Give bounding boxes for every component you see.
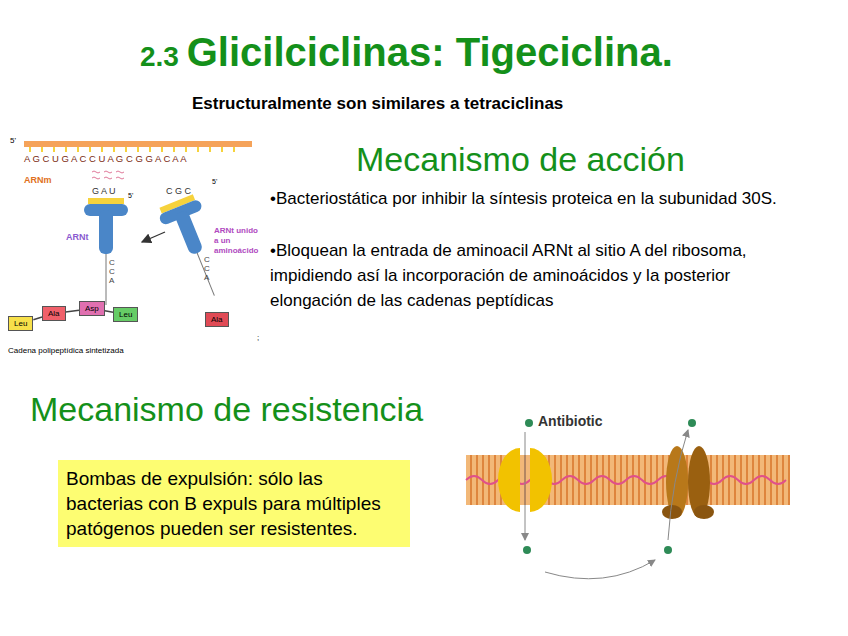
peptide-bond [66,310,79,312]
efflux-pump [662,505,682,519]
acceptor-stem: C C A [109,258,113,286]
amino-acid-name: Asp [85,304,99,313]
strand-end: 5' [10,136,16,145]
trna-bound [84,198,128,305]
amino-acid-name: Ala [48,309,60,318]
amino-acid-box: Asp [79,301,105,316]
amino-acid-name: Leu [119,310,132,319]
subtitle: Estructuralmente son similares a tetraci… [192,94,563,114]
anticodon: C G C [166,186,191,196]
slide-title: 2.3 Glicilciclinas: Tigeciclina. [140,30,673,75]
mrna-strand [24,141,252,147]
peptide-bond [105,311,113,312]
note-box: Bombas de expulsión: sólo las bacterias … [58,460,410,547]
acceptor-stem: C C A [204,255,208,283]
section-heading: Mecanismo de acción [356,140,685,179]
efflux-path [668,430,688,540]
anticodon: G A U [92,186,116,196]
part-name: ARNt [66,232,89,242]
amino-acid-box: Ala [42,306,66,321]
peptide-bond [33,317,42,320]
bullet-text: •Bacteriostática por inhibir la síntesis… [270,186,795,211]
mrna-bases [30,147,234,152]
bullet-text: •Bloquean la entrada de aminoacil ARNt a… [270,238,795,313]
note-text: Bombas de expulsión: sólo las bacterias … [66,466,402,541]
part-name: ARNt unido a un aminoácido [214,226,264,256]
entry-arrow [142,232,165,242]
amino-acid-box: Leu [113,307,138,322]
amino-acid-box: Ala [205,312,229,327]
porin-channel [498,448,520,512]
section-heading: Mecanismo de resistencia [30,390,423,429]
amino-acid-name: Ala [211,315,223,324]
part-name: ARNm [24,175,52,185]
amino-acid-name: Leu [14,319,27,328]
part-name: Antibiotic [538,413,603,429]
strand-end: 5' [212,178,217,185]
transit-path [545,560,655,579]
base-pairing [92,171,124,179]
entry-path [525,432,526,540]
strand-end: 5' [128,192,133,199]
amino-acid-box: Leu [8,316,33,331]
efflux-pump [694,505,714,519]
mrna-sequence: A G C U G A C C U A G C G G A C A A [24,153,187,164]
porin-channel [530,448,552,512]
caption-text: Cadena polipeptídica sintetizada [8,346,124,355]
antibiotic-dot [523,419,696,554]
stray-mark: ; [257,333,259,342]
